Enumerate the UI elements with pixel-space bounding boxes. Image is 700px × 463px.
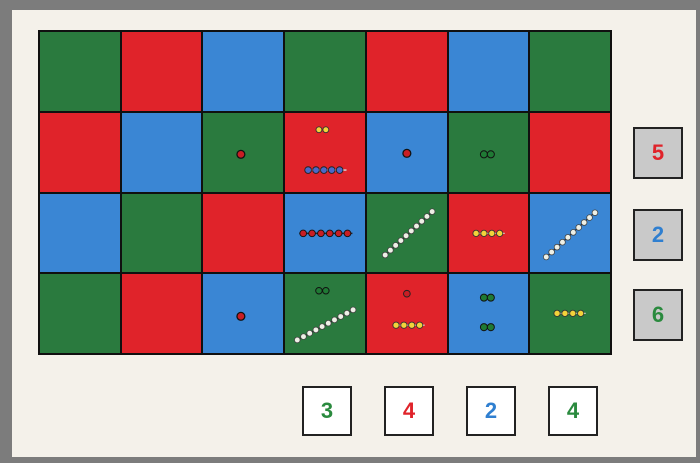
row-number-label: 6 — [652, 302, 664, 328]
row-number-box-2[interactable]: 2 — [633, 209, 683, 261]
grid-cell-r3-c1[interactable] — [122, 274, 202, 353]
grid-cell-r0-c2[interactable] — [203, 32, 283, 111]
grid-cell-r0-c6[interactable] — [530, 32, 610, 111]
column-number-box-3[interactable]: 2 — [466, 386, 516, 436]
grid-cell-r1-c4[interactable] — [367, 113, 447, 192]
beads-10-white-bar-icon — [530, 194, 610, 273]
grid-cell-r0-c5[interactable] — [449, 32, 529, 111]
column-number-box-4[interactable]: 4 — [548, 386, 598, 436]
beads-2-and-2-green-icon — [449, 274, 529, 353]
bead-1-red-icon — [367, 113, 447, 192]
column-number-box-2[interactable]: 4 — [384, 386, 434, 436]
grid-cell-r3-c0[interactable] — [40, 274, 120, 353]
column-number-label: 3 — [321, 398, 333, 424]
beads-10-white-bar-icon — [367, 194, 447, 273]
bead-1-red-icon — [203, 113, 283, 192]
beads-4-yellow-bar-icon — [449, 194, 529, 273]
color-grid-board — [38, 30, 612, 355]
beads-2-yellow-5-blue-icon — [285, 113, 365, 192]
grid-cell-r3-c6[interactable] — [530, 274, 610, 353]
row-number-box-3[interactable]: 6 — [633, 289, 683, 341]
grid-cell-r1-c1[interactable] — [122, 113, 202, 192]
grid-cell-r0-c0[interactable] — [40, 32, 120, 111]
column-number-label: 4 — [403, 398, 415, 424]
grid-cell-r2-c3[interactable] — [285, 194, 365, 273]
grid-cell-r1-c0[interactable] — [40, 113, 120, 192]
grid-cell-r3-c5[interactable] — [449, 274, 529, 353]
beads-4-yellow-bar-icon — [530, 274, 610, 353]
grid-cell-r2-c2[interactable] — [203, 194, 283, 273]
column-number-box-1[interactable]: 3 — [302, 386, 352, 436]
grid-cell-r1-c2[interactable] — [203, 113, 283, 192]
bead-1-red-icon — [203, 274, 283, 353]
grid-cell-r0-c1[interactable] — [122, 32, 202, 111]
grid-cell-r2-c6[interactable] — [530, 194, 610, 273]
row-number-box-1[interactable]: 5 — [633, 127, 683, 179]
column-number-label: 2 — [485, 398, 497, 424]
grid-cell-r0-c3[interactable] — [285, 32, 365, 111]
grid-cell-r2-c1[interactable] — [122, 194, 202, 273]
beads-2-green-10-white-icon — [285, 274, 365, 353]
grid-cell-r3-c2[interactable] — [203, 274, 283, 353]
row-number-label: 2 — [652, 222, 664, 248]
beads-2-green-icon — [449, 113, 529, 192]
grid-cell-r1-c5[interactable] — [449, 113, 529, 192]
grid-cell-r1-c6[interactable] — [530, 113, 610, 192]
grid-cell-r0-c4[interactable] — [367, 32, 447, 111]
grid-cell-r3-c3[interactable] — [285, 274, 365, 353]
column-number-label: 4 — [567, 398, 579, 424]
grid-cell-r1-c3[interactable] — [285, 113, 365, 192]
grid-cell-r2-c4[interactable] — [367, 194, 447, 273]
beads-6-red-bar-icon — [285, 194, 365, 273]
beads-1-red-4-yellow-icon — [367, 274, 447, 353]
grid-cell-r2-c5[interactable] — [449, 194, 529, 273]
grid-cell-r3-c4[interactable] — [367, 274, 447, 353]
row-number-label: 5 — [652, 140, 664, 166]
grid-cell-r2-c0[interactable] — [40, 194, 120, 273]
